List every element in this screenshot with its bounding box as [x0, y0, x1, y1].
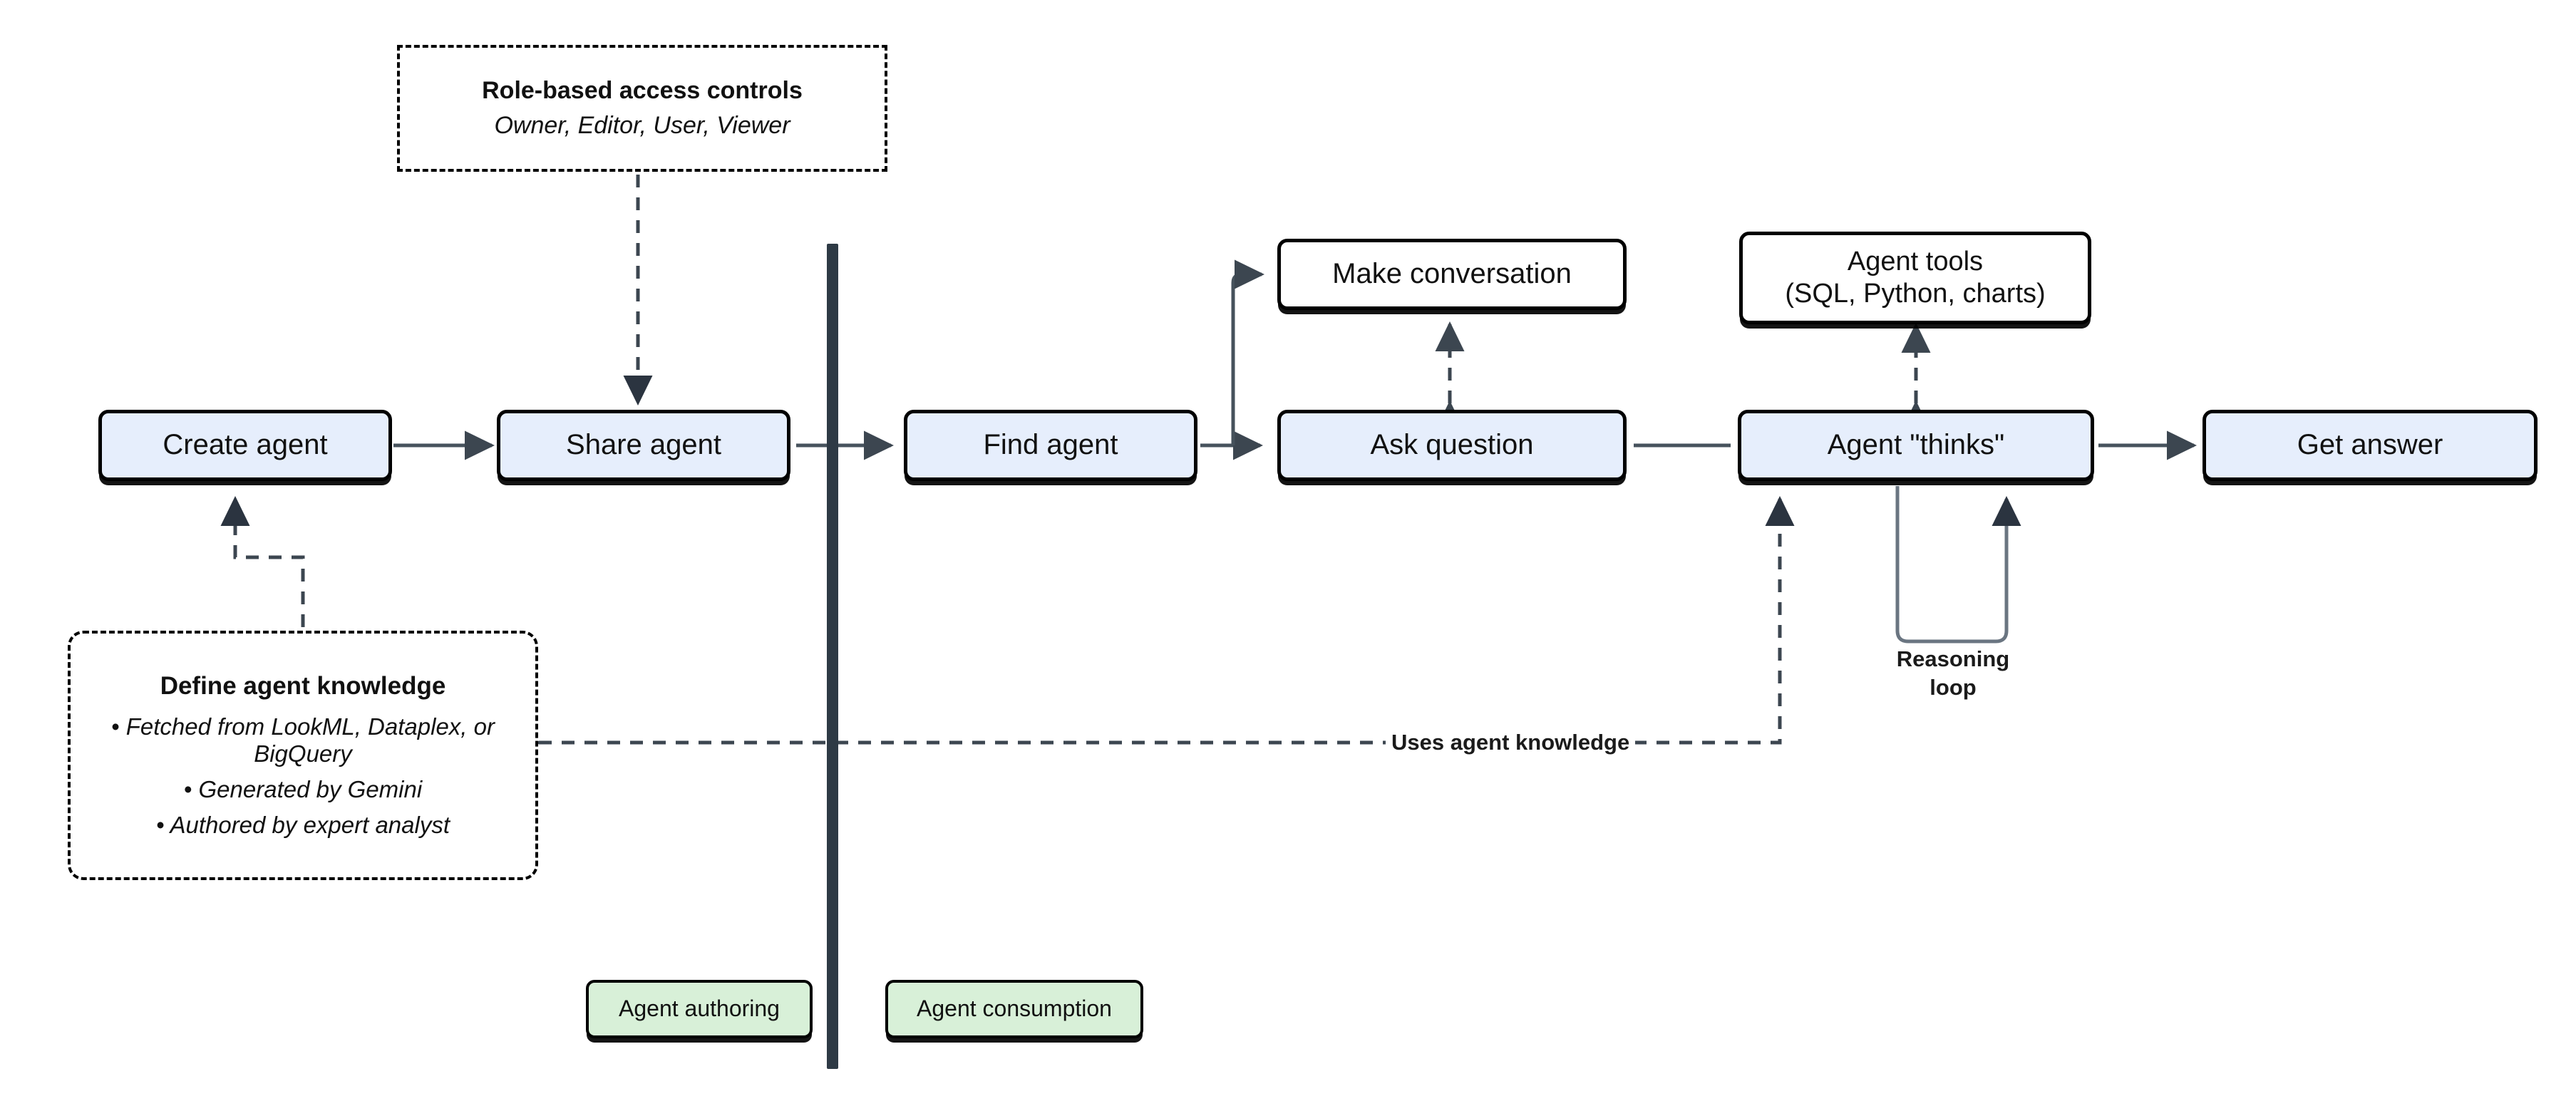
node-find-agent[interactable]: Find agent [904, 410, 1197, 481]
knowledge-bullet-0: • Fetched from LookML, Dataplex, or BigQ… [111, 713, 495, 767]
node-agent-thinks-label: Agent "thinks" [1827, 429, 2005, 461]
edge-knowledge-to-create [220, 495, 305, 627]
label-reasoning-loop-line2: loop [1930, 675, 1977, 701]
node-get-answer[interactable]: Get answer [2203, 410, 2538, 481]
node-ask-question-label: Ask question [1370, 429, 1534, 461]
knowledge-bullet-1: • Generated by Gemini [183, 776, 423, 802]
node-create-agent[interactable]: Create agent [98, 410, 392, 481]
node-share-agent-label: Share agent [566, 429, 721, 461]
legend-agent-consumption-label: Agent consumption [917, 996, 1112, 1022]
node-get-answer-label: Get answer [2297, 429, 2443, 461]
rbac-detail: Owner, Editor, User, Viewer [494, 112, 790, 139]
note-define-agent-knowledge: Define agent knowledge • Fetched from Lo… [68, 631, 538, 880]
knowledge-bullet-2: • Authored by expert analyst [155, 812, 450, 838]
node-create-agent-label: Create agent [163, 429, 328, 461]
legend-agent-authoring-label: Agent authoring [619, 996, 780, 1022]
legend-agent-consumption[interactable]: Agent consumption [885, 980, 1143, 1038]
node-share-agent[interactable]: Share agent [497, 410, 790, 481]
node-agent-tools-line1: Agent tools [1847, 247, 1984, 277]
note-role-based-access-controls: Role-based access controls Owner, Editor… [397, 45, 887, 172]
rbac-heading: Role-based access controls [482, 77, 803, 104]
node-agent-tools[interactable]: Agent tools (SQL, Python, charts) [1739, 232, 2091, 324]
edge-uses-agent-knowledge [512, 495, 1795, 758]
knowledge-heading: Define agent knowledge [160, 672, 446, 700]
node-make-conversation-label: Make conversation [1332, 258, 1572, 290]
section-divider [827, 244, 838, 1069]
node-agent-thinks[interactable]: Agent "thinks" [1738, 410, 2094, 481]
legend-agent-authoring[interactable]: Agent authoring [586, 980, 813, 1038]
node-make-conversation[interactable]: Make conversation [1277, 239, 1627, 310]
label-reasoning-loop-line1: Reasoning [1896, 646, 2010, 671]
node-find-agent-label: Find agent [983, 429, 1118, 461]
edge-find-branch-to-make-conversation [1231, 259, 1265, 445]
node-ask-question[interactable]: Ask question [1277, 410, 1627, 481]
label-reasoning-loop: Reasoning loop [1875, 645, 2031, 703]
node-agent-tools-line2: (SQL, Python, charts) [1785, 279, 2046, 309]
label-uses-agent-knowledge: Uses agent knowledge [1386, 727, 1636, 758]
edge-reasoning-loop [1895, 486, 2021, 644]
